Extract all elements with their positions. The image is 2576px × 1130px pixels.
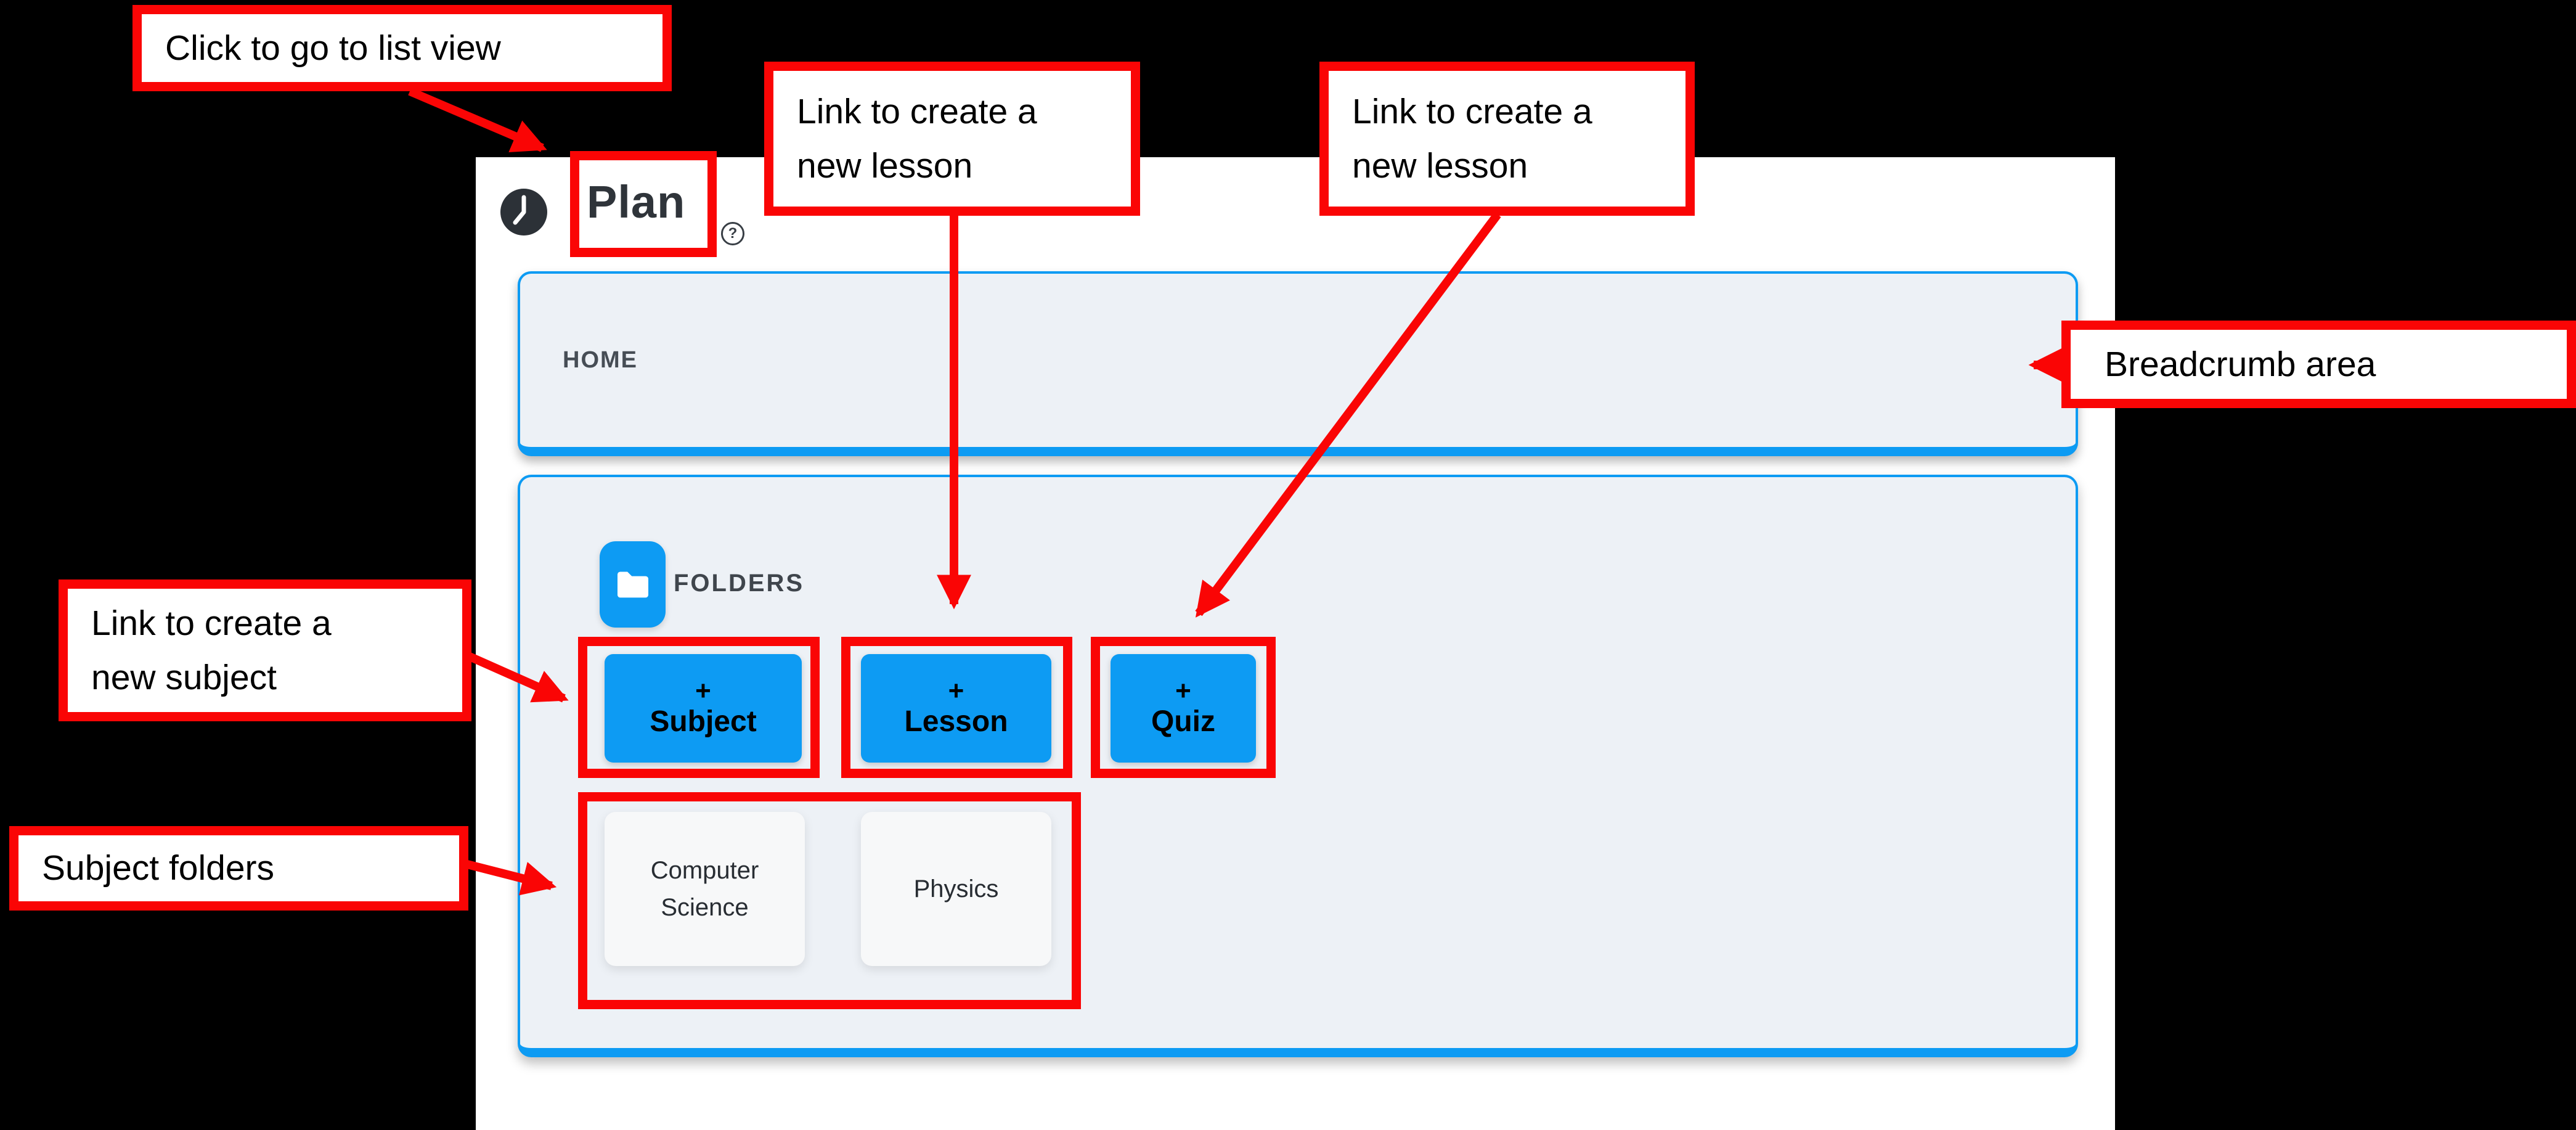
breadcrumb-item-home[interactable]: HOME bbox=[563, 347, 638, 373]
folders-section-label: FOLDERS bbox=[674, 570, 805, 597]
callout-text: Click to go to list view bbox=[165, 28, 501, 68]
highlight-box-lesson-button bbox=[841, 637, 1072, 778]
plus-icon: + bbox=[695, 676, 711, 706]
callout-breadcrumb-area: Breadcrumb area bbox=[2061, 321, 2576, 408]
callout-text-line1: Link to create a bbox=[1352, 91, 1592, 131]
add-subject-label: Subject bbox=[650, 705, 757, 739]
subject-folder-name: Computer Science bbox=[650, 857, 759, 921]
add-subject-button[interactable]: + Subject bbox=[605, 654, 802, 763]
subject-folder-computer-science[interactable]: Computer Science bbox=[605, 812, 805, 966]
subject-folder-name: Physics bbox=[913, 875, 999, 903]
help-glyph: ? bbox=[728, 225, 738, 242]
callout-text-line2: new lesson bbox=[1352, 146, 1528, 186]
callout-text-line2: new lesson bbox=[797, 146, 973, 186]
callout-new-lesson-1: Link to create a new lesson bbox=[764, 62, 1140, 216]
highlight-box-plan-title bbox=[570, 151, 717, 257]
highlight-box-subject-button bbox=[578, 637, 820, 778]
clock-icon bbox=[500, 189, 547, 235]
page-title[interactable]: Plan bbox=[587, 176, 686, 227]
plus-icon: + bbox=[948, 676, 964, 706]
folder-tile bbox=[600, 541, 666, 628]
app-header: Plan ? bbox=[476, 157, 2115, 271]
callout-subject-folders: Subject folders bbox=[9, 826, 468, 911]
breadcrumb: HOME bbox=[518, 271, 2078, 456]
callout-text-line2: new subject bbox=[91, 658, 277, 697]
subject-folder-physics[interactable]: Physics bbox=[861, 812, 1051, 966]
add-quiz-label: Quiz bbox=[1151, 705, 1215, 739]
callout-text-line1: Link to create a bbox=[91, 603, 332, 643]
add-quiz-button[interactable]: + Quiz bbox=[1111, 654, 1256, 763]
callout-text-line1: Link to create a bbox=[797, 91, 1037, 131]
help-icon[interactable]: ? bbox=[721, 222, 744, 245]
folder-icon bbox=[617, 571, 648, 598]
plus-icon: + bbox=[1175, 676, 1191, 706]
highlight-box-quiz-button bbox=[1091, 637, 1276, 778]
add-lesson-label: Lesson bbox=[904, 705, 1008, 739]
callout-text: Subject folders bbox=[42, 848, 275, 888]
callout-new-lesson-2: Link to create a new lesson bbox=[1319, 62, 1695, 216]
add-lesson-button[interactable]: + Lesson bbox=[861, 654, 1051, 763]
arrow-listview-to-plan bbox=[408, 87, 547, 153]
callout-text: Breadcrumb area bbox=[2105, 344, 2376, 384]
highlight-box-subject-folders bbox=[578, 792, 1081, 1009]
callout-list-view: Click to go to list view bbox=[132, 5, 672, 91]
callout-new-subject: Link to create a new subject bbox=[59, 579, 471, 721]
